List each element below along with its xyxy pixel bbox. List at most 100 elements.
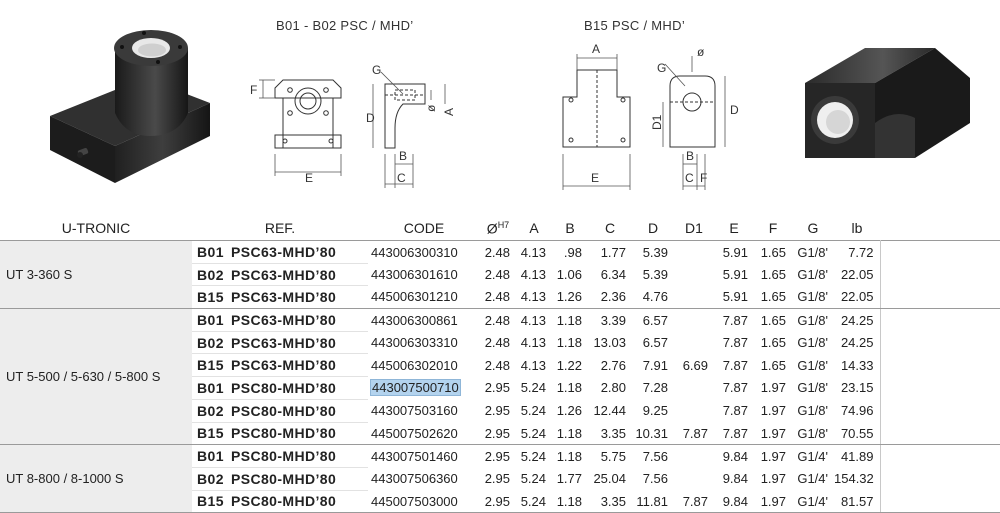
cell-d: 5.39 <box>642 244 668 260</box>
ref-model: PSC80-MHD’80 <box>231 448 337 465</box>
ref-model: PSC80-MHD’80 <box>231 402 337 419</box>
ref-model: PSC80-MHD’80 <box>231 379 337 396</box>
group-name-cell: UT 3-360 S <box>0 240 192 310</box>
spec-table: U-TRONIC REF. CODE ØH7 A B C D D1 E F G … <box>0 216 1000 513</box>
cell-d: 7.91 <box>642 357 668 373</box>
cell-f: 1.65 <box>754 285 792 310</box>
cell-diam: 2.95 <box>484 448 510 464</box>
cell-b: .98 <box>563 244 582 260</box>
code-text[interactable]: 445006301210 <box>371 289 458 305</box>
product-image-b15 <box>805 48 970 158</box>
ref-model: PSC80-MHD’80 <box>231 493 337 510</box>
dim-label-diam: ø <box>424 104 438 112</box>
code-text[interactable]: 445007503000 <box>371 493 458 509</box>
cell-g: G1/8' <box>797 335 828 351</box>
code-text[interactable]: 443006301610 <box>371 267 458 283</box>
dim-label-c-b15: C <box>685 171 694 185</box>
cell-b: 1.06 <box>556 267 582 283</box>
ref-model: PSC80-MHD’80 <box>231 425 337 442</box>
cell-extra <box>879 331 1000 354</box>
cell-d1 <box>674 377 714 400</box>
cell-b: 1.18 <box>556 312 582 328</box>
code-cell: 443007501460 <box>368 445 480 468</box>
dim-label-d-b15: D <box>730 103 739 117</box>
ref-type: B02 <box>197 470 224 487</box>
cell-lb: 7.72 <box>848 244 874 260</box>
code-text[interactable]: 443007503160 <box>371 403 458 419</box>
cell-lb: 41.89 <box>840 448 874 464</box>
cell-extra <box>879 353 1000 377</box>
cell-extra <box>879 308 1000 332</box>
cell-a: 4.13 <box>520 244 546 260</box>
cell-lb: 154.32 <box>834 471 874 487</box>
ref-type: B02 <box>197 334 224 351</box>
cell-g: G1/8' <box>797 244 828 260</box>
ref-model: PSC63-MHD’80 <box>231 357 337 374</box>
code-text[interactable]: 443007506360 <box>371 471 458 487</box>
cell-c: 2.76 <box>600 357 626 373</box>
figure-area: B01 - B02 PSC / MHD’ <box>0 0 1000 212</box>
code-text[interactable]: 443006300861 <box>371 312 458 328</box>
cell-lb: 14.33 <box>840 357 874 373</box>
cell-extra <box>879 444 1000 468</box>
dim-label-diam-b15: ø <box>697 45 705 59</box>
cell-e: 9.84 <box>722 448 748 464</box>
cell-diam: 2.95 <box>484 403 510 419</box>
dim-label-e: E <box>305 171 313 185</box>
cell-a: 4.13 <box>520 312 546 328</box>
code-cell: 443006303310 <box>368 331 480 354</box>
ref-type: B15 <box>197 493 224 510</box>
group-name-cell: UT 8-800 / 8-1000 S <box>0 444 192 513</box>
cell-a: 5.24 <box>520 471 546 487</box>
code-text[interactable]: 445006302010 <box>371 357 458 373</box>
col-header-a: A <box>529 220 539 236</box>
cell-lb: 23.15 <box>840 380 874 396</box>
code-cell: 445006302010 <box>368 354 480 377</box>
cell-extra <box>879 240 1000 264</box>
cell-d: 6.57 <box>642 335 668 351</box>
cell-lb: 70.55 <box>834 422 880 446</box>
cell-b: 1.18 <box>556 380 582 396</box>
cell-b: 1.18 <box>552 422 588 446</box>
cell-diam: 2.95 <box>484 471 510 487</box>
cell-diam: 2.95 <box>480 490 516 513</box>
dim-label-c: C <box>397 171 406 185</box>
cell-d: 7.56 <box>642 448 668 464</box>
cell-lb: 24.25 <box>840 312 874 328</box>
dim-label-f-b15: F <box>700 171 707 185</box>
cell-e: 5.91 <box>714 285 754 310</box>
cell-diam: 2.48 <box>480 285 516 310</box>
dim-label-b-b15: B <box>686 149 694 163</box>
cell-diam: 2.48 <box>484 267 510 283</box>
code-text[interactable]: 443006303310 <box>371 335 458 351</box>
cell-f: 1.65 <box>760 244 786 260</box>
cell-d1: 7.87 <box>674 490 714 513</box>
code-text[interactable]: 443006300310 <box>371 244 458 260</box>
ref-model: PSC63-MHD’80 <box>231 311 337 328</box>
cell-a: 5.24 <box>520 448 546 464</box>
cell-d1: 7.87 <box>674 422 714 446</box>
cell-d: 9.25 <box>642 403 668 419</box>
cell-b: 1.18 <box>552 490 588 513</box>
cell-a: 5.24 <box>516 422 552 446</box>
cell-g: G1/4' <box>797 448 828 464</box>
code-text[interactable]: 443007501460 <box>371 448 458 464</box>
cell-e: 7.87 <box>722 357 748 373</box>
cell-d1 <box>674 445 714 468</box>
code-text[interactable]: 445007502620 <box>371 425 458 441</box>
selected-code-text[interactable]: 443007500710 <box>370 379 461 397</box>
cell-diam: 2.95 <box>480 422 516 446</box>
cell-b: 1.26 <box>552 285 588 310</box>
cell-e: 7.87 <box>722 403 748 419</box>
col-header-diam-tolerance: H7 <box>497 219 510 230</box>
cell-c: 13.03 <box>593 335 626 351</box>
cell-g: G1/8' <box>792 285 834 310</box>
